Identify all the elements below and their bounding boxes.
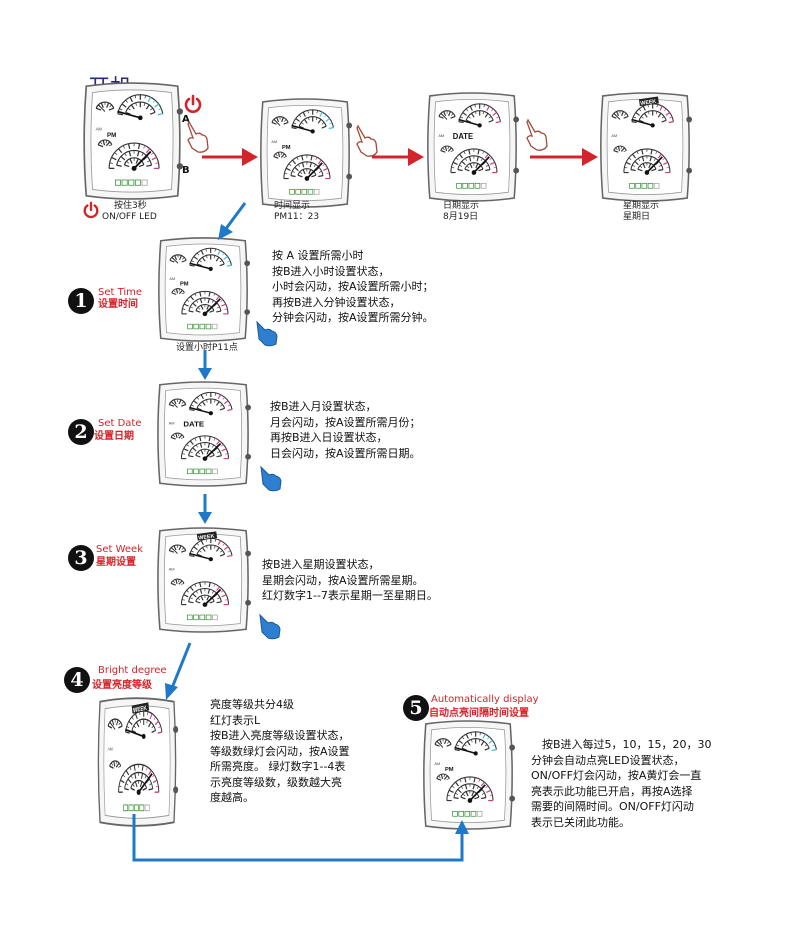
svg-text:AM: AM xyxy=(169,277,175,281)
svg-text:AM: AM xyxy=(271,139,277,144)
power-led-icon xyxy=(83,201,99,219)
step-number: 4 xyxy=(64,667,90,693)
svg-text:PM: PM xyxy=(107,132,116,139)
step-title-en: Automatically display xyxy=(431,694,539,705)
arrow-right-icon xyxy=(530,148,598,166)
watch-step1: PM AM xyxy=(155,237,251,342)
step-number: 1 xyxy=(68,288,94,314)
svg-text:DATE: DATE xyxy=(183,420,204,429)
step-number: 2 xyxy=(68,419,94,445)
power-icon xyxy=(184,94,202,113)
watch-step5: PM AM xyxy=(420,720,516,830)
step-title-cn: 自动点亮间隔时间设置 xyxy=(429,708,529,719)
svg-text:AM: AM xyxy=(108,746,114,752)
step3-description: 按B进入星期设置状态，星期会闪动，按A设置所需星期。红灯数字1--7表示星期一至… xyxy=(262,558,438,602)
arrow-right-icon xyxy=(372,148,424,166)
arrow-down-left-icon xyxy=(165,642,192,700)
led-label: ON/OFF LED xyxy=(102,212,157,222)
finger-press-icon xyxy=(187,120,209,153)
button-a-label: A xyxy=(182,114,190,125)
step1-caption: 设置小时P11点 xyxy=(176,343,238,353)
finger-press-icon xyxy=(256,320,278,347)
step2-description: 按B进入月设置状态，月会闪动，按A设置所需月份；再按B进入日设置状态，日会闪动，… xyxy=(270,400,421,460)
svg-text:AM: AM xyxy=(169,422,175,426)
week-display-caption: 星期显示星期日 xyxy=(623,201,660,222)
svg-text:AM: AM xyxy=(434,761,440,766)
svg-text:WEEK: WEEK xyxy=(198,533,215,541)
watch-week-display: WEEK AM xyxy=(597,92,693,202)
step-title-en: Bright degree xyxy=(98,665,167,676)
svg-text:AM: AM xyxy=(438,133,444,138)
watch-step4: WEEK AM xyxy=(95,697,179,827)
arrow-right-icon xyxy=(202,148,258,166)
watch-step2: DATE AM xyxy=(154,381,252,487)
step-title-en: Set Time xyxy=(98,287,143,298)
svg-text:PM: PM xyxy=(180,282,189,288)
finger-press-icon xyxy=(356,124,378,157)
finger-press-icon xyxy=(526,118,548,151)
svg-text:WEEK: WEEK xyxy=(640,99,657,107)
step1-description: 按 A 设置所需小时按B进入小时设置状态，小时会闪动，按A设置所需小时；再按B进… xyxy=(272,249,434,324)
arrow-down-icon xyxy=(198,494,212,524)
step-title-en: Set Date xyxy=(98,418,142,429)
arrow-down-icon xyxy=(198,350,212,380)
button-b-label: B xyxy=(182,165,190,176)
watch-time-display: PM AM xyxy=(257,98,353,208)
step-title-en: Set Week xyxy=(96,544,143,555)
svg-text:AM: AM xyxy=(611,133,617,138)
step-title-cn: 设置时间 xyxy=(98,299,138,310)
svg-text:PM: PM xyxy=(282,145,291,151)
hold-label: 按住3秒 xyxy=(114,201,147,211)
step-title-cn: 设置亮度等级 xyxy=(92,680,152,691)
finger-press-icon xyxy=(259,613,281,640)
step-number: 3 xyxy=(68,545,94,571)
svg-text:DATE: DATE xyxy=(453,132,473,141)
step-title-cn: 星期设置 xyxy=(96,557,136,568)
connector-arrow-icon xyxy=(132,814,469,862)
svg-text:AM: AM xyxy=(169,568,175,572)
svg-text:WEEK: WEEK xyxy=(133,705,147,714)
watch-date-display: DATE AM xyxy=(424,92,520,202)
svg-text:PM: PM xyxy=(445,767,454,773)
arrow-down-left-icon xyxy=(218,202,247,240)
watch-power-on: PM AM xyxy=(80,82,184,200)
step-title-cn: 设置日期 xyxy=(94,431,134,442)
svg-text:AM: AM xyxy=(96,126,103,131)
watch-step3: WEEK AM xyxy=(154,527,252,633)
finger-press-icon xyxy=(260,465,282,492)
step-number: 5 xyxy=(403,695,429,721)
